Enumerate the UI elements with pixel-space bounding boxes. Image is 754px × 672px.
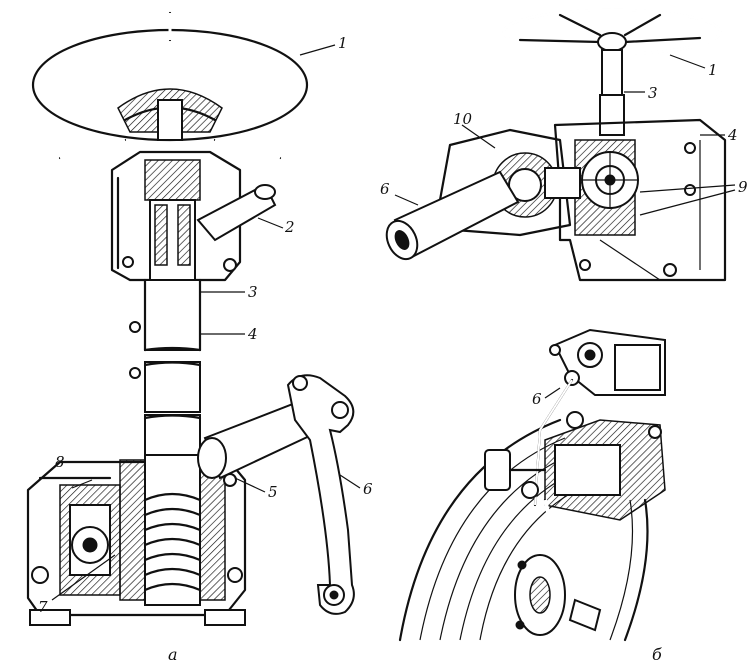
- label-a-7: 7: [38, 598, 48, 616]
- pitman-arm: [286, 374, 355, 615]
- upper-bracket: [549, 328, 666, 396]
- upper-housing: [110, 150, 277, 282]
- label-a-1: 1: [338, 34, 348, 52]
- output-shaft-b: [385, 170, 520, 261]
- label-a-2: 2: [284, 218, 295, 236]
- label-b-9: 9: [738, 178, 748, 196]
- figure-b-steering-assembly: 1 3 10 4 9 6: [380, 8, 748, 282]
- hub: [514, 554, 602, 636]
- label-a-5: 5: [268, 483, 278, 501]
- steering-wheel-b: [502, 8, 722, 96]
- gearbox-b: [553, 118, 727, 282]
- label-a-4: 4: [247, 325, 258, 343]
- steering-column: [129, 278, 202, 456]
- label-c-6: 6: [532, 390, 542, 408]
- worm-spring: [143, 454, 202, 606]
- label-b-3: 3: [648, 84, 658, 102]
- figure-c-wheel-linkage: 6 б: [398, 328, 666, 664]
- label-b-6: 6: [380, 180, 390, 198]
- caption-b: б: [652, 645, 662, 664]
- figure-a-steering-assembly: 1 2 3 4 5 6 8 7 а: [8, 11, 373, 664]
- label-b-10: 10: [453, 110, 473, 128]
- label-b-1: 1: [708, 61, 718, 79]
- label-a-6: 6: [363, 480, 373, 498]
- steering-wheel-a: [8, 11, 332, 160]
- label-a-3: 3: [248, 283, 258, 301]
- caption-a: а: [168, 645, 178, 664]
- label-a-8: 8: [55, 453, 65, 471]
- knuckle-housing: [484, 411, 666, 521]
- label-b-4: 4: [727, 126, 738, 144]
- lower-gearbox: [26, 454, 247, 626]
